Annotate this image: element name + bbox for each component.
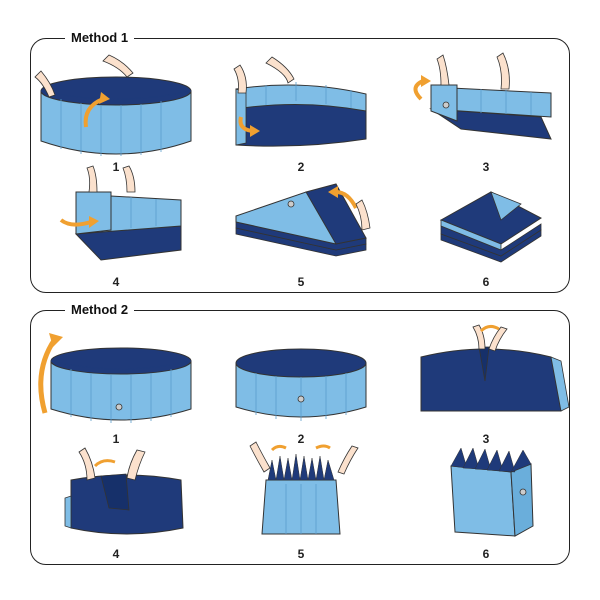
- step-number: 6: [482, 275, 490, 289]
- curved-arrow-icon: [479, 324, 500, 333]
- curved-arrow-icon: [315, 444, 331, 450]
- pool-icon: [38, 333, 192, 423]
- drain-valve-icon: [287, 200, 295, 208]
- hand-icon: [436, 54, 450, 86]
- step-number: 1: [112, 160, 120, 174]
- method-2-step-4: 4: [31, 436, 201, 566]
- method-1-panel: Method 1 1: [30, 29, 571, 294]
- pool-icon: [233, 56, 367, 147]
- curved-arrow-icon: [38, 337, 58, 414]
- method-1-step-2: 2: [216, 49, 386, 179]
- pool-icon: [249, 441, 359, 535]
- curved-arrow-icon: [270, 444, 287, 452]
- method-2-step-3: 3: [401, 321, 571, 451]
- pool-icon: [34, 54, 192, 156]
- method-2-panel: Method 2 1 2: [30, 301, 571, 566]
- step-number: 3: [482, 160, 490, 174]
- hand-icon: [249, 441, 271, 473]
- method-1-step-6: 6: [401, 164, 571, 294]
- step-number: 4: [112, 275, 120, 289]
- pool-icon: [64, 447, 184, 535]
- step-number: 5: [297, 547, 305, 561]
- method-1-step-3: 3: [401, 49, 571, 179]
- curved-arrow-icon: [238, 116, 253, 133]
- hand-icon: [496, 52, 510, 90]
- hand-icon: [488, 326, 508, 352]
- method-2-title: Method 2: [65, 301, 135, 319]
- folded-pool-icon: [439, 191, 542, 263]
- method-2-step-2: 2: [216, 321, 386, 451]
- drain-valve-icon: [519, 488, 527, 496]
- pool-icon: [420, 324, 570, 412]
- hand-icon: [78, 447, 96, 481]
- hand-icon: [355, 199, 371, 231]
- step-number: 4: [112, 547, 120, 561]
- step-number: 2: [297, 432, 305, 446]
- method-2-step-5: 5: [216, 436, 386, 566]
- method-1-step-4: 4: [31, 164, 201, 294]
- method-2-step-1: 1: [31, 321, 201, 451]
- drain-valve-icon: [115, 403, 123, 411]
- pool-icon: [413, 52, 552, 140]
- curved-arrow-icon: [413, 79, 424, 101]
- step-number: 5: [297, 275, 305, 289]
- hand-icon: [102, 54, 134, 78]
- hand-icon: [34, 70, 56, 98]
- method-1-title: Method 1: [65, 29, 135, 47]
- pool-icon: [59, 165, 182, 261]
- pool-icon: [235, 348, 367, 421]
- method-1-step-5: 5: [216, 164, 386, 294]
- folded-pool-icon: [450, 447, 534, 537]
- hand-icon: [233, 64, 247, 94]
- hand-icon: [122, 165, 136, 193]
- step-number: 6: [482, 547, 490, 561]
- drain-valve-icon: [297, 395, 305, 403]
- method-2-step-6: 6: [401, 436, 571, 566]
- step-number: 3: [482, 432, 490, 446]
- method-1-step-1: 1: [31, 49, 201, 179]
- hand-icon: [126, 449, 146, 481]
- hand-icon: [265, 56, 295, 84]
- step-number: 2: [297, 160, 305, 174]
- drain-valve-icon: [442, 101, 450, 109]
- curved-arrow-icon: [93, 459, 116, 468]
- hand-icon: [86, 165, 98, 193]
- curved-arrow-icon: [59, 218, 92, 227]
- step-number: 1: [112, 432, 120, 446]
- hand-icon: [337, 445, 359, 475]
- folded-pool-icon: [235, 183, 371, 257]
